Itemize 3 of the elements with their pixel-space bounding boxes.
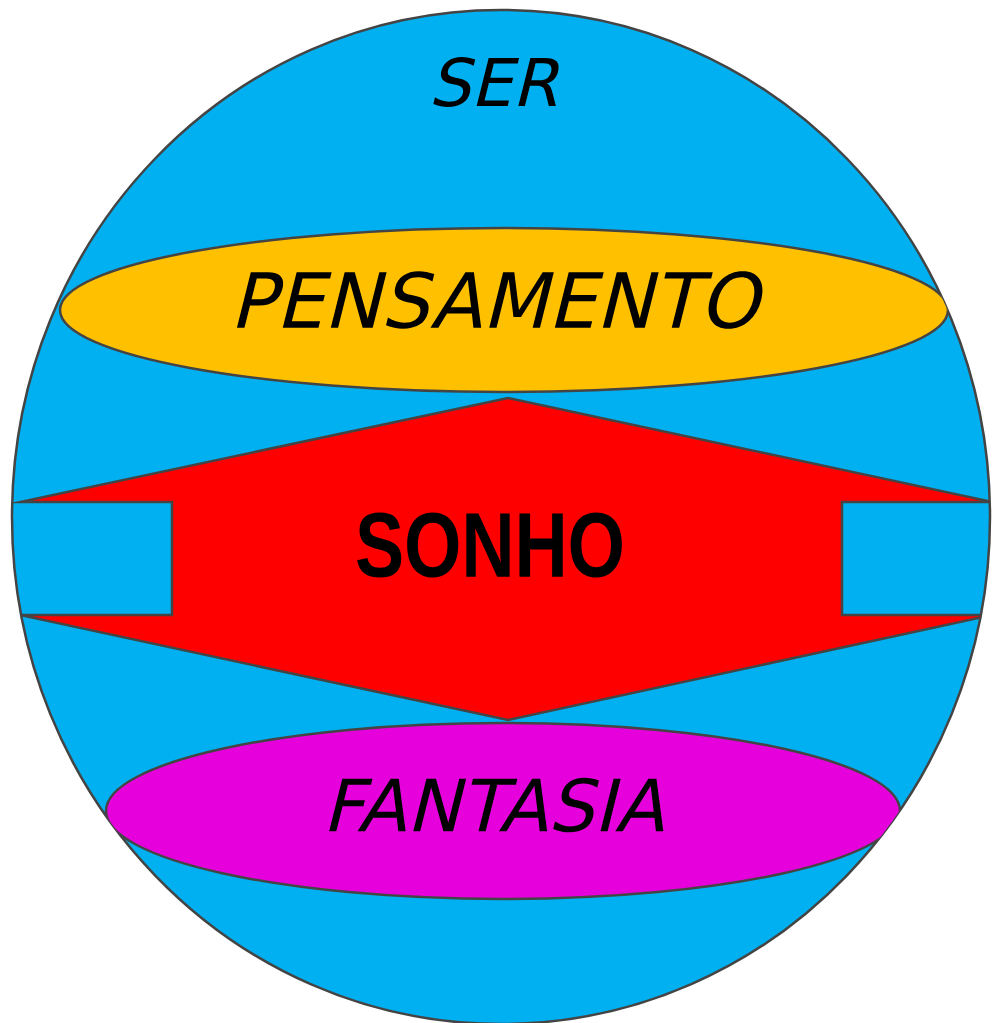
- label-text: PENSAMENTO: [236, 271, 763, 329]
- label-text: FANTASIA: [329, 777, 664, 833]
- label-text: SER: [433, 57, 559, 107]
